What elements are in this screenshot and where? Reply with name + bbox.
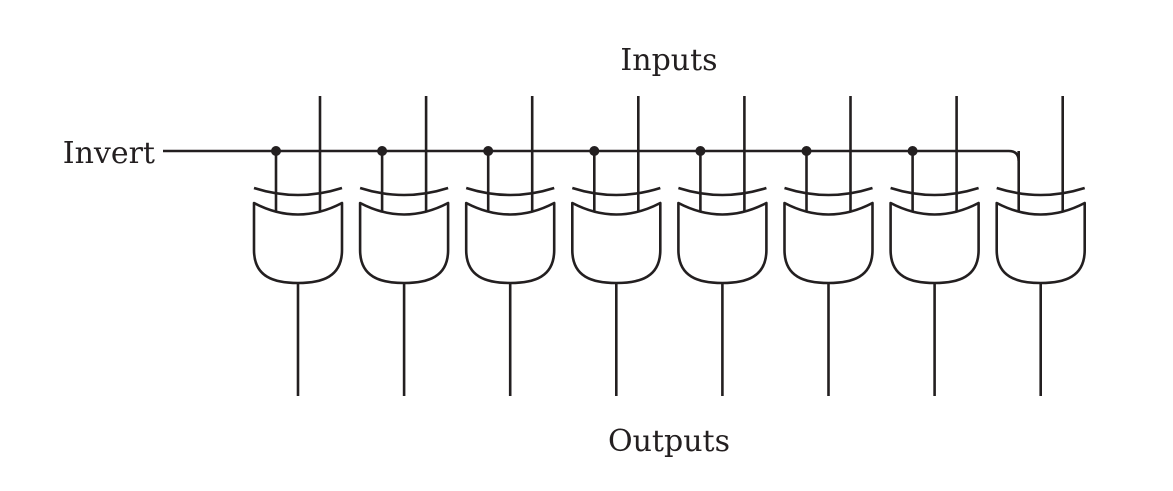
xor-gate-arc [253, 186, 343, 197]
xor-gate-arc [359, 186, 449, 197]
xor-gate-array [252, 96, 1086, 396]
xor-gate-body [889, 201, 980, 285]
junction-dot [483, 146, 494, 156]
xor-gate-body [252, 201, 344, 285]
xor-gate-arc [784, 186, 873, 197]
junction-dot [377, 146, 388, 156]
outputs-label: Outputs [608, 424, 730, 459]
junction-dot [801, 146, 812, 156]
junction-dot [271, 146, 281, 156]
inputs-label: Inputs [620, 43, 717, 78]
xor-gate-body [358, 201, 450, 285]
xor-gate-arc [465, 186, 555, 197]
xor-gate-body [783, 201, 874, 285]
invert-label: Invert [63, 136, 155, 171]
xor-gate-arc [996, 186, 1086, 197]
xor-gate-body [571, 201, 662, 285]
xor-gate-body [995, 201, 1086, 285]
xor-gate-arc [890, 186, 979, 197]
junction-dot [907, 146, 918, 156]
xor-gate-body [677, 201, 768, 285]
xor-gate-body [464, 201, 556, 285]
junction-dot [695, 146, 706, 156]
xor-gate-arc [571, 186, 661, 197]
junction-dot [589, 146, 600, 156]
xor-gate-arc [678, 186, 767, 197]
